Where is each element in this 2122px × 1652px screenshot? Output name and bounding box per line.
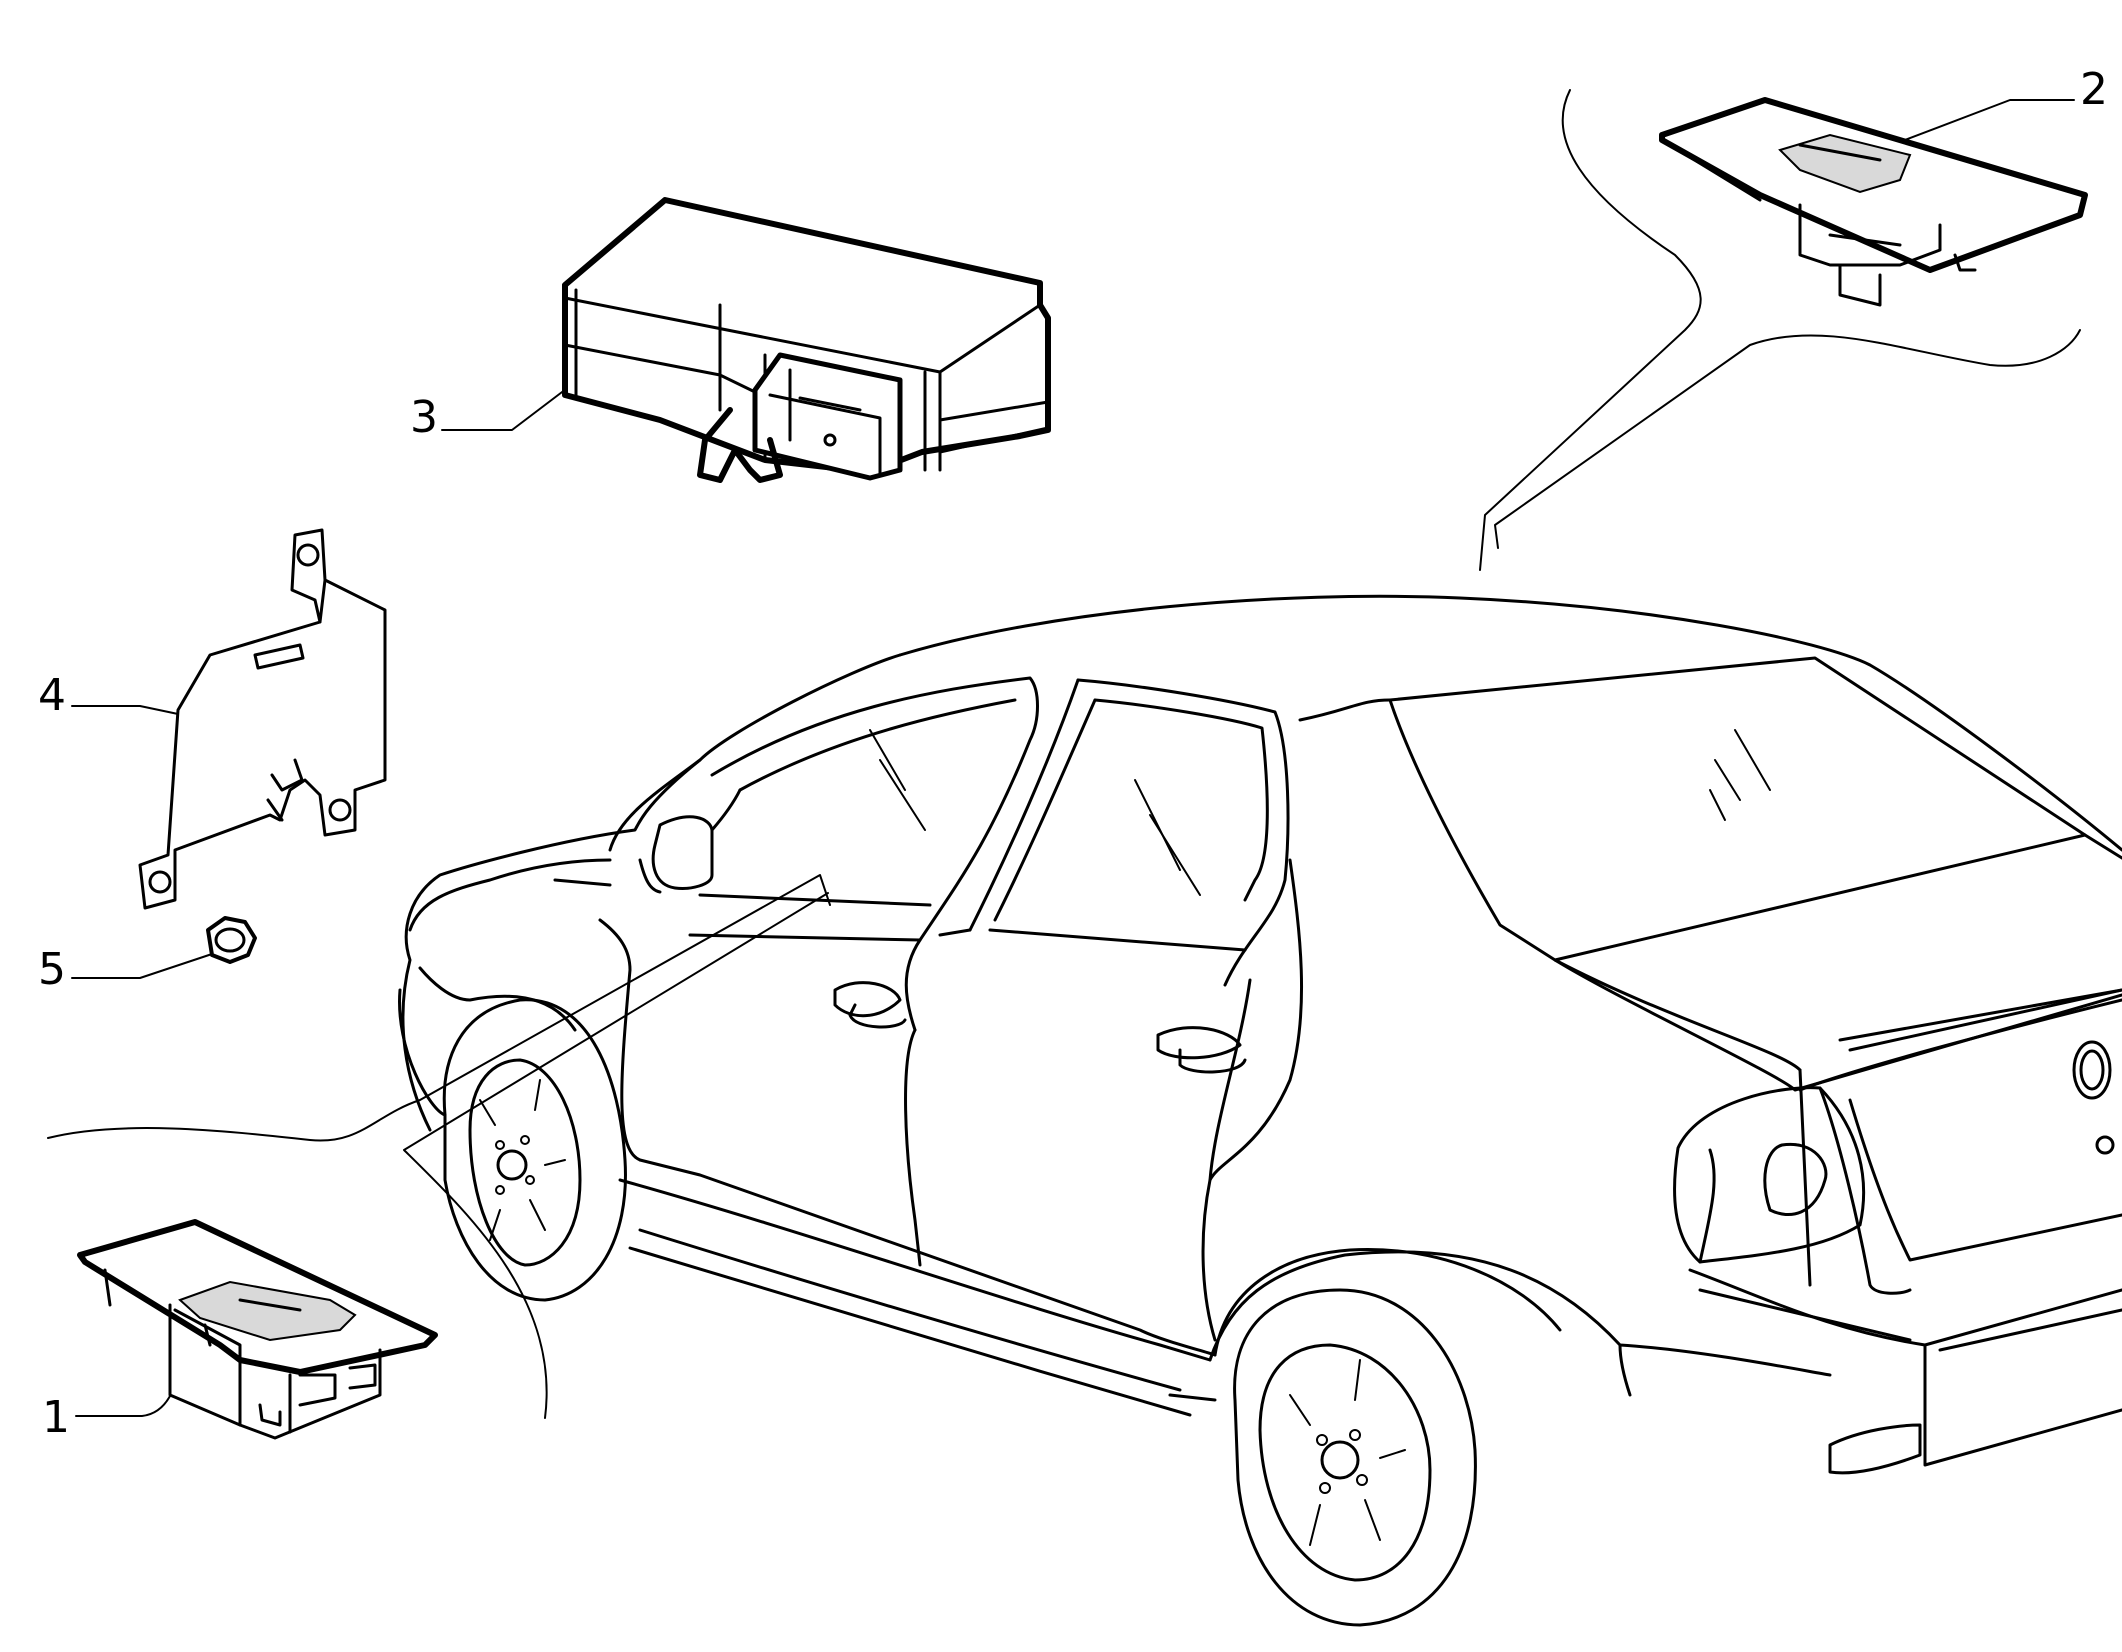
callout-5[interactable]: 5 — [38, 944, 213, 995]
part-3-control-unit — [562, 197, 1051, 483]
callout-label-4: 4 — [38, 670, 66, 721]
leader-line-1 — [75, 1395, 171, 1417]
part-4-bracket — [138, 528, 387, 910]
part-5-nut — [206, 916, 257, 964]
leader-line-4 — [71, 705, 179, 715]
car-illustration — [398, 594, 2122, 1627]
part-1-front-switch — [77, 1219, 438, 1440]
callout-4[interactable]: 4 — [38, 670, 179, 721]
leader-line-3 — [441, 385, 571, 431]
callout-3[interactable]: 3 — [410, 385, 571, 443]
locator-lines — [47, 89, 2081, 1419]
callout-label-1: 1 — [42, 1392, 70, 1443]
leader-line-2 — [1904, 99, 2075, 141]
leader-line-5 — [71, 953, 213, 979]
callout-1[interactable]: 1 — [42, 1392, 171, 1443]
callout-label-5: 5 — [38, 944, 66, 995]
part-2-rear-switch — [1659, 97, 2088, 307]
callout-label-2: 2 — [2080, 64, 2108, 115]
callout-label-3: 3 — [410, 392, 438, 443]
callout-2[interactable]: 2 — [1904, 64, 2108, 141]
